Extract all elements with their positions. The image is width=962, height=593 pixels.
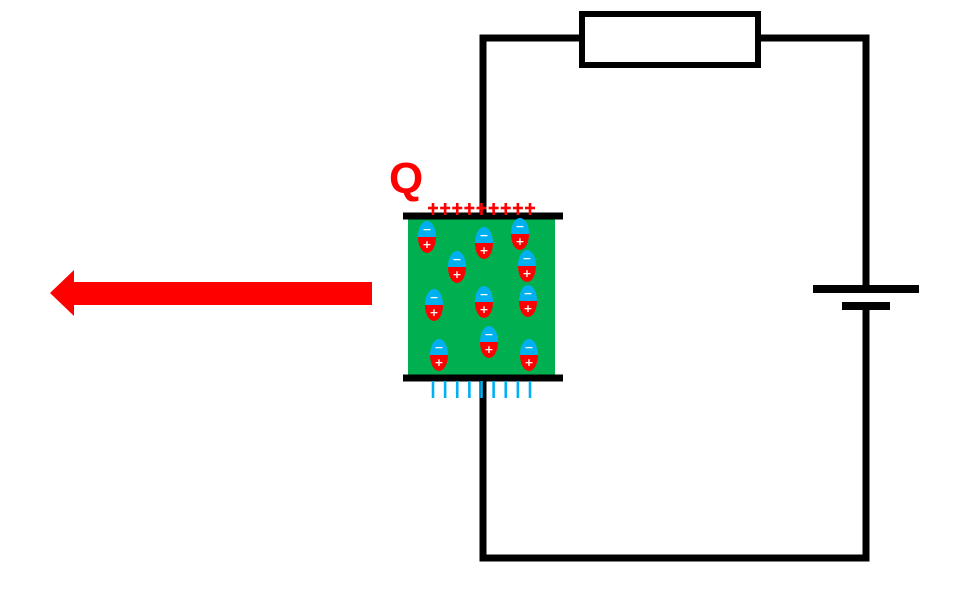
plate-positive-charge <box>464 203 475 215</box>
dipole-negative-half <box>520 339 538 355</box>
dipole: −+ <box>430 339 448 371</box>
dipole-negative-half <box>475 227 493 243</box>
capacitor <box>403 212 563 382</box>
plate-positive-charge <box>476 203 487 215</box>
dipole-plus-sign: + <box>452 268 461 281</box>
wire-bottom <box>479 302 870 562</box>
dipole-plus-sign: + <box>515 235 524 248</box>
dipole-plus-sign: + <box>479 303 488 316</box>
dipole-minus-sign: − <box>479 229 488 242</box>
dipole-negative-half <box>430 339 448 355</box>
dipole-minus-sign: − <box>484 328 493 341</box>
dipole: −+ <box>448 251 466 283</box>
dipole-minus-sign: − <box>429 291 438 304</box>
dipole-negative-half <box>475 286 493 302</box>
dipole-plus-sign: + <box>524 356 533 369</box>
dipole-positive-half <box>448 267 466 283</box>
wire-top-right <box>754 34 870 293</box>
bottom-plate-negative-charges <box>431 381 532 398</box>
dipole-plus-sign: + <box>434 356 443 369</box>
plate-positive-charge <box>525 203 535 215</box>
dipole-plus-sign: + <box>429 306 438 319</box>
wire-top-left <box>479 34 586 220</box>
resistor <box>579 11 761 68</box>
dipole-positive-half <box>480 342 498 358</box>
dipole-positive-half <box>475 302 493 318</box>
dipole: −+ <box>511 218 529 250</box>
dipole-minus-sign: − <box>479 288 488 301</box>
dipole-minus-sign: − <box>522 252 531 265</box>
battery <box>813 285 919 310</box>
dipole-positive-half <box>418 237 436 253</box>
dipole-minus-sign: − <box>452 253 461 266</box>
dipole-plus-sign: + <box>479 244 488 257</box>
dipole-negative-half <box>418 221 436 237</box>
dipole-minus-sign: − <box>524 341 533 354</box>
dipole: −+ <box>418 221 436 253</box>
force-arrow-left <box>50 270 372 316</box>
charge-label: Q <box>389 154 423 203</box>
dipole-minus-sign: − <box>422 223 431 236</box>
dipole-minus-sign: − <box>434 341 443 354</box>
dipole: −+ <box>518 250 536 282</box>
dipole: −+ <box>519 285 537 317</box>
plate-positive-charge <box>440 203 451 215</box>
plate-positive-charge <box>428 203 438 215</box>
dipole-negative-half <box>518 250 536 266</box>
dipole-minus-sign: − <box>523 287 532 300</box>
dipole-negative-half <box>480 326 498 342</box>
dipole-plus-sign: + <box>523 302 532 315</box>
dipole: −+ <box>480 326 498 358</box>
dipole-minus-sign: − <box>515 220 524 233</box>
dipole-negative-half <box>448 251 466 267</box>
dipole-positive-half <box>475 243 493 259</box>
dipole-plus-sign: + <box>422 238 431 251</box>
plate-positive-charge <box>512 203 523 215</box>
dipole: −+ <box>475 227 493 259</box>
plate-positive-charge <box>488 203 499 215</box>
dipole-negative-half <box>519 285 537 301</box>
circuit-wires <box>479 34 870 562</box>
dipole: −+ <box>520 339 538 371</box>
dipole-positive-half <box>519 301 537 317</box>
dipole-positive-half <box>425 305 443 321</box>
dipole-negative-half <box>511 218 529 234</box>
dipole-negative-half <box>425 289 443 305</box>
plate-positive-charge <box>452 203 463 215</box>
dipole-positive-half <box>520 355 538 371</box>
dipole-plus-sign: + <box>484 343 493 356</box>
dipole: −+ <box>475 286 493 318</box>
dipole-positive-half <box>430 355 448 371</box>
plate-positive-charge <box>500 203 511 215</box>
dipole: −+ <box>425 289 443 321</box>
dipole-plus-sign: + <box>522 267 531 280</box>
top-plate-positive-charges <box>428 203 535 215</box>
dielectric-dipoles: −+−+−+−+−+−+−+−+−+−+−+ <box>418 218 538 371</box>
dipole-positive-half <box>518 266 536 282</box>
dipole-positive-half <box>511 234 529 250</box>
